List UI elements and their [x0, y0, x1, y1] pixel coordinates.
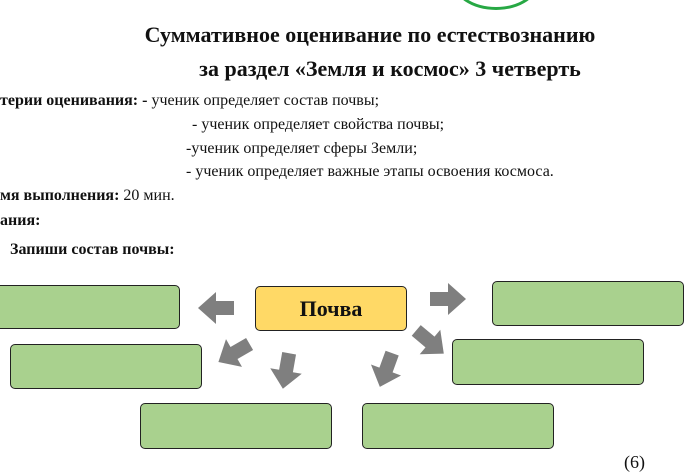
criteria-item-4: - ученик определяет важные этапы освоени… [186, 163, 554, 180]
answer-box-3[interactable] [140, 403, 332, 449]
tasks-label: ания: [0, 212, 41, 229]
task-1-instruction: Запиши состав почвы: [10, 241, 175, 258]
block-arrow-icon [207, 326, 262, 381]
answer-box-6[interactable] [492, 281, 684, 326]
block-arrow-icon [263, 348, 309, 394]
center-box: Почва [255, 286, 407, 331]
criteria-item-2: - ученик определяет свойства почвы; [192, 116, 445, 133]
criteria-label: терии оценивания: [0, 92, 139, 109]
block-arrow-icon [402, 314, 458, 370]
answer-box-2[interactable] [10, 344, 202, 389]
page-title-line-1: Суммативное оценивание по естествознанию [144, 22, 596, 47]
criteria-dash: - [138, 92, 152, 109]
block-arrow-icon [196, 288, 236, 328]
block-arrow-icon [360, 344, 411, 395]
criteria-item-3: -ученик определяет сферы Земли; [186, 140, 418, 157]
time-row: мя выполнения: 20 мин. [0, 186, 175, 206]
points-label: (6) [624, 452, 645, 472]
answer-box-4[interactable] [362, 403, 554, 449]
logo-arc [452, 0, 540, 10]
time-label: мя выполнения: [0, 187, 120, 204]
page-title-line-2: за раздел «Земля и космос» 3 четверть [199, 56, 581, 81]
block-arrow-icon [428, 279, 468, 319]
center-label: Почва [299, 295, 363, 321]
criteria-row-1: терии оценивания: - ученик определяет со… [0, 91, 379, 111]
time-value: 20 мин. [123, 187, 175, 204]
answer-box-5[interactable] [452, 339, 644, 385]
criteria-item-1: ученик определяет состав почвы; [151, 92, 380, 109]
answer-box-1[interactable] [0, 285, 180, 329]
